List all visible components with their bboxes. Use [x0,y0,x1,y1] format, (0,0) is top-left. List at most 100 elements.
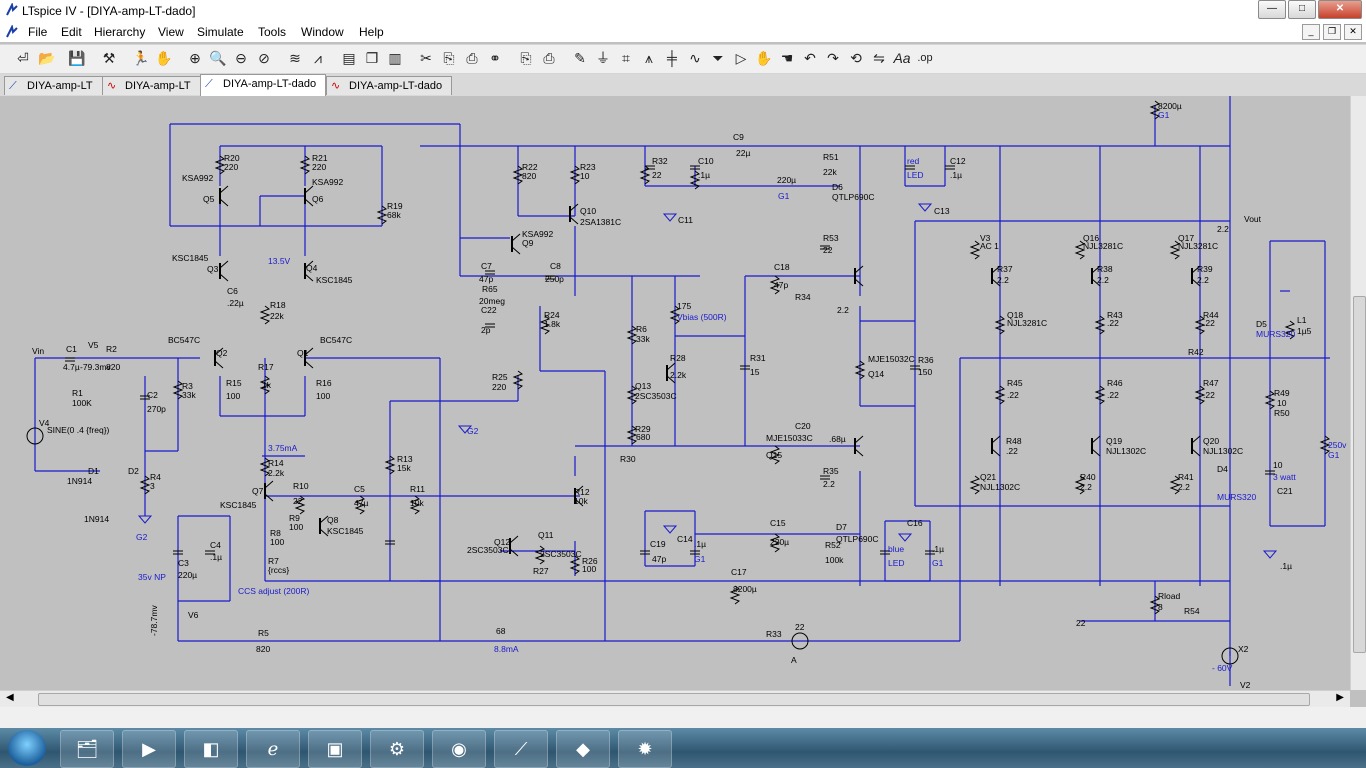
menu-view[interactable]: View [158,25,184,39]
component-icon[interactable]: ▷ [735,50,747,66]
start-button[interactable] [8,730,46,766]
schematic-label: .22 [1006,446,1018,456]
horizontal-scroll-thumb[interactable] [38,693,1310,706]
schematic-label: Q12 [494,537,510,547]
schematic-label: 150 [918,367,932,377]
pan-icon[interactable]: ✋ [155,50,173,66]
mdi-minimize-button[interactable]: _ [1302,24,1320,40]
app5-taskbar-icon[interactable]: ◆ [556,730,610,768]
autorange-icon[interactable]: ≋ [289,50,301,66]
spice-directive-icon[interactable]: .op [917,52,933,64]
schematic-label: R12 [574,487,590,497]
inductor-icon[interactable]: ∿ [689,50,701,66]
mdi-close-button[interactable]: ✕ [1344,24,1362,40]
scroll-right-icon[interactable]: ▶ [1336,692,1344,703]
maximize-button[interactable]: □ [1288,0,1316,19]
zoom-area-icon[interactable]: 🔍 [209,50,227,66]
resistor-symbol [1094,315,1106,335]
drag-icon[interactable]: ☚ [780,50,794,66]
ltspice-doc-icon [6,25,18,38]
resistor-symbol [769,533,781,553]
print-preview-icon[interactable]: ⎘ [520,50,532,66]
schematic-label: 1.8k [544,319,561,329]
tab-diya-amp-lt-waveform[interactable]: ∿ DIYA-amp-LT [102,76,202,95]
app6-taskbar-icon[interactable]: ✹ [618,730,672,768]
ltspice-taskbar-icon[interactable]: ⟋ [494,730,548,768]
move-icon[interactable]: ✋ [755,50,773,66]
wire-icon[interactable]: ✎ [574,50,586,66]
tile-horizontal-icon[interactable]: ▤ [342,50,356,66]
vertical-scroll-thumb[interactable] [1353,296,1366,653]
schematic-label: BC547C [168,335,200,345]
menu-edit[interactable]: Edit [61,25,82,39]
control-panel-icon[interactable]: ⚒ [102,50,116,66]
horizontal-scrollbar[interactable]: ◀ ▶ [0,690,1350,708]
capacitor-icon[interactable]: ╪ [667,50,677,66]
binoculars-icon[interactable]: ⚭ [489,50,501,66]
copy-icon[interactable]: ⎘ [443,50,455,66]
rotate-icon[interactable]: ⟲ [850,50,862,66]
schematic-label: R28 [670,353,686,363]
tab-diya-amp-lt-dado-schematic[interactable]: ⟋ DIYA-amp-LT-dado [200,74,326,96]
schematic-label: R25 [492,372,508,382]
app-taskbar-icon[interactable]: ◧ [184,730,238,768]
mirror-icon[interactable]: ⇋ [873,50,885,66]
run-icon[interactable]: ⏎ [17,50,29,66]
schematic-label: -79.3mv [80,362,111,372]
diode-icon[interactable]: ⏷ [712,50,724,66]
ie-taskbar-icon[interactable]: ℯ [246,730,300,768]
open-icon[interactable]: 📂 [38,50,56,66]
app3-taskbar-icon[interactable]: ⚙ [370,730,424,768]
menu-file[interactable]: File [28,25,48,39]
waveform-icon[interactable]: ⩘ [314,50,322,66]
app4-taskbar-icon[interactable]: ◉ [432,730,486,768]
ground-icon[interactable]: ⏚ [596,50,610,66]
label-icon[interactable]: ⌗ [622,50,630,66]
menu-hierarchy[interactable]: Hierarchy [94,25,146,39]
tile-vertical-icon[interactable]: ▥ [388,50,402,66]
resistor-symbol [1319,435,1331,455]
schematic-label: KSA992 [182,173,213,183]
cut-icon[interactable]: ✂ [420,50,432,66]
undo-icon[interactable]: ↶ [804,50,816,66]
print-icon[interactable]: ⎙ [543,50,555,66]
tab-diya-amp-lt-dado-waveform[interactable]: ∿ DIYA-amp-LT-dado [326,76,452,95]
vertical-scrollbar[interactable] [1350,96,1366,690]
scroll-left-icon[interactable]: ◀ [6,692,14,703]
media-player-taskbar-icon[interactable]: ▶ [122,730,176,768]
zoom-in-icon[interactable]: ⊕ [189,50,201,66]
tab-diya-amp-lt-schematic[interactable]: ⟋ DIYA-amp-LT [4,76,104,95]
find-icon[interactable]: ⎙ [466,50,478,66]
schematic-drawing[interactable]: R20220KSA992Q5R21220KSA992Q6R1968kKSC184… [0,96,1350,690]
explorer-taskbar-icon[interactable]: 🗂 [60,730,114,768]
schematic-label: R19 [387,201,403,211]
schematic-label: Q17 [1178,233,1194,243]
mdi-restore-button[interactable]: ❐ [1323,24,1341,40]
wire-segment [219,260,229,269]
schematic-label: C18 [774,262,790,272]
menu-simulate[interactable]: Simulate [197,25,244,39]
schematic-label: 100K [72,398,92,408]
zoom-out-icon[interactable]: ⊖ [235,50,247,66]
text-icon[interactable]: Aa [893,50,911,66]
menu-help[interactable]: Help [359,25,384,39]
wire-segment [304,273,314,282]
schematic-label: G2 [136,532,148,542]
minimize-button[interactable]: — [1258,0,1286,19]
wire-segment [511,233,521,242]
schematic-label: 2SC3503C [635,391,677,401]
schematic-label: MJE15033C [766,433,813,443]
save-icon[interactable]: 💾 [68,50,86,66]
run-simulation-icon[interactable]: 🏃 [132,50,150,66]
schematic-label: V6 [188,610,199,620]
redo-icon[interactable]: ↷ [827,50,839,66]
menu-window[interactable]: Window [301,25,344,39]
resistor-icon[interactable]: ⩚ [645,50,653,66]
cascade-icon[interactable]: ❐ [365,50,379,66]
zoom-fit-icon[interactable]: ⊘ [258,50,270,66]
app2-taskbar-icon[interactable]: ▣ [308,730,362,768]
schematic-label: .22 [1203,318,1215,328]
menu-tools[interactable]: Tools [258,25,287,39]
close-button[interactable]: ✕ [1318,0,1362,19]
